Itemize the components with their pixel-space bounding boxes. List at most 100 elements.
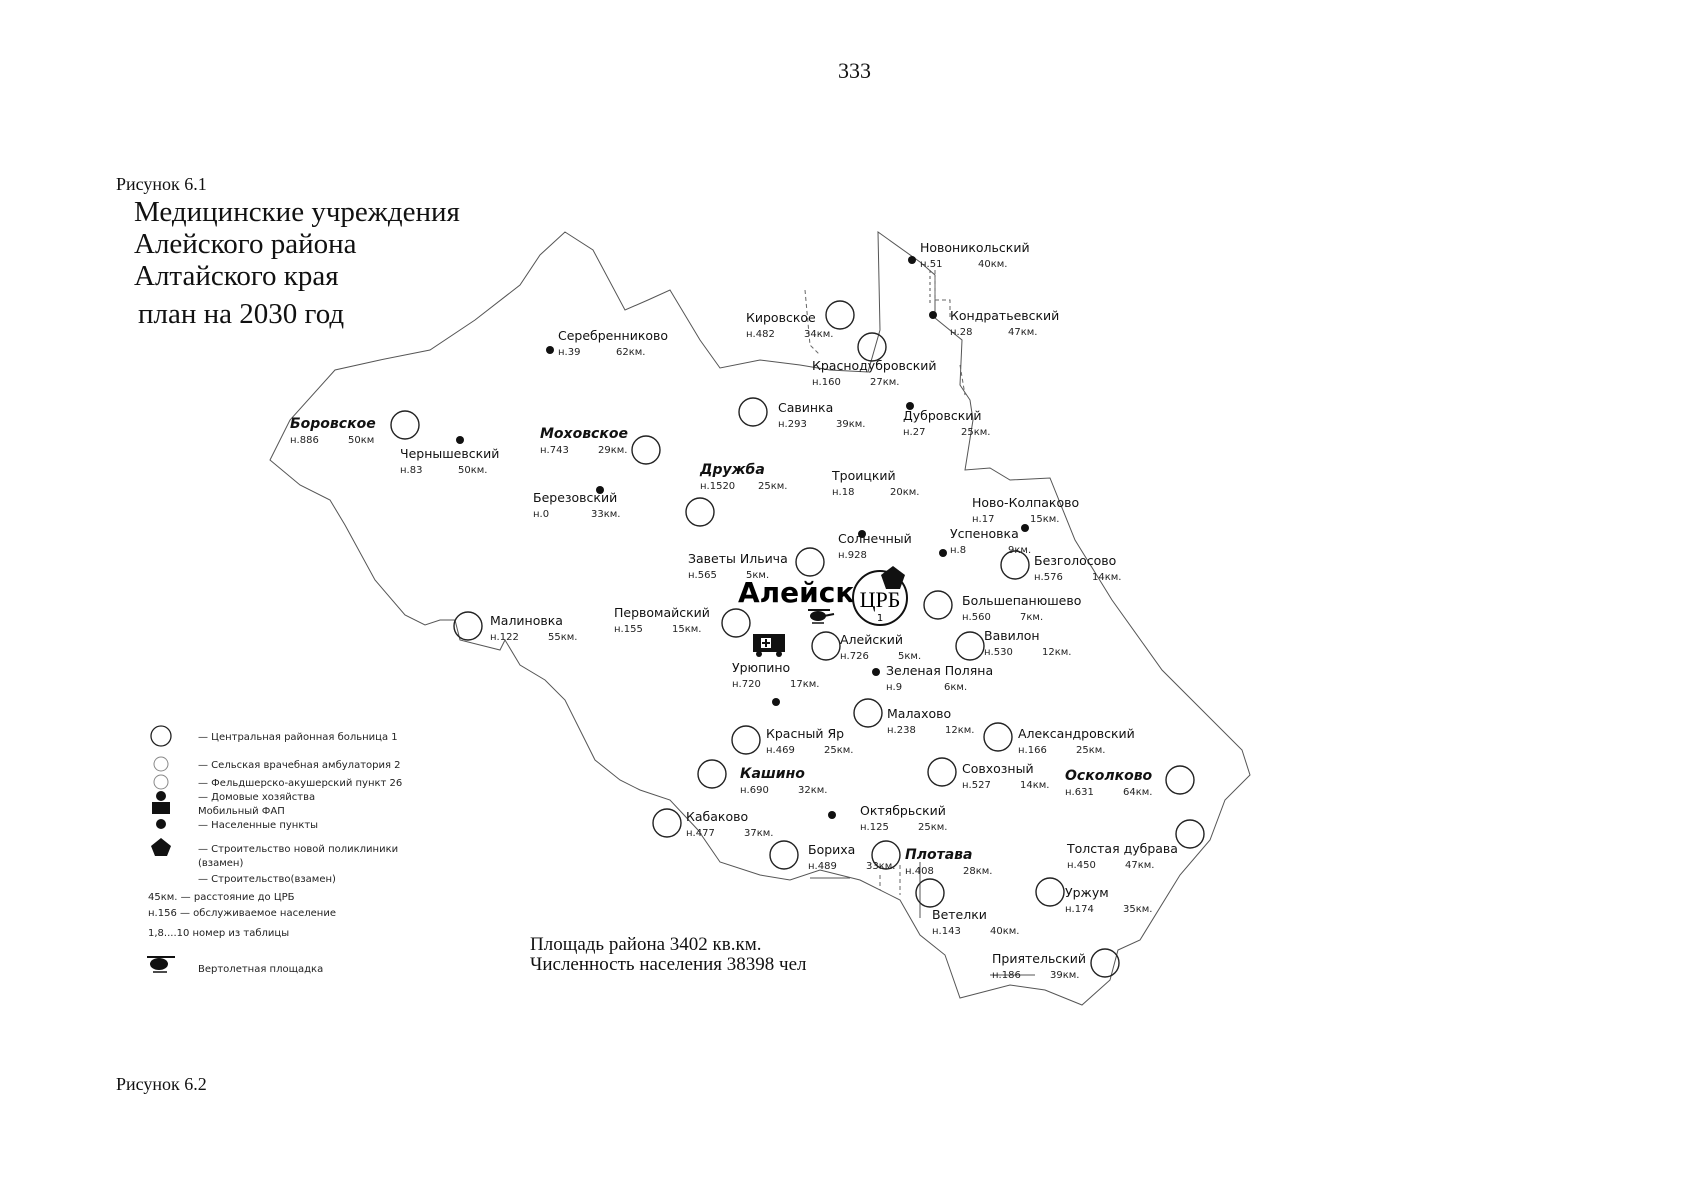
- settlement-dot: [906, 402, 914, 410]
- settlement-population: н.489: [808, 861, 837, 872]
- settlement-distance: 50км: [348, 435, 374, 446]
- legend-item: — Населенные пункты: [198, 820, 318, 831]
- settlement-distance: 25км.: [758, 481, 788, 492]
- settlement-population: н.726: [840, 651, 869, 662]
- settlement-dot: [1021, 524, 1029, 532]
- settlement-population: н.293: [778, 419, 807, 430]
- legend-item: — Сельская врачебная амбулатория 2: [198, 760, 401, 771]
- settlement-name: Зеленая Поляна: [886, 663, 993, 678]
- settlement-population: н.743: [540, 445, 569, 456]
- settlement-name: Кондратьевский: [950, 308, 1059, 323]
- settlement-name: Троицкий: [831, 468, 896, 483]
- settlement-population: н.39: [558, 347, 580, 358]
- fap-circle-marker: [811, 631, 841, 661]
- settlement-population: н.720: [732, 679, 761, 690]
- map-title-line-4: план на 2030 год: [138, 298, 345, 330]
- fap-circle-marker: [795, 547, 825, 577]
- settlement-distance: 27км.: [870, 377, 900, 388]
- next-figure-label: Рисунок 6.2: [116, 1074, 207, 1094]
- settlement-name: Кашино: [740, 766, 805, 782]
- settlement-distance: 29км.: [598, 445, 628, 456]
- legend-item: 45км. — расстояние до ЦРБ: [148, 892, 295, 903]
- map-title-line-2: Алейского района: [134, 228, 357, 260]
- settlement-distance: 50км.: [458, 465, 488, 476]
- fap-circle-marker: [857, 332, 887, 362]
- legend-item: — Домовые хозяйства: [198, 792, 315, 803]
- settlement-population: н.166: [1018, 745, 1047, 756]
- settlement-population: н.527: [962, 780, 991, 791]
- figure-label: Рисунок 6.1: [116, 174, 207, 194]
- fap-circle-marker: [769, 840, 799, 870]
- fap-circle-marker: [453, 611, 483, 641]
- mobile-fap-icon: [753, 634, 785, 657]
- settlement-dot: [546, 346, 554, 354]
- settlement-distance: 12км.: [1042, 647, 1072, 658]
- district-boundary: [269, 231, 1251, 1006]
- fap-circle-marker: [915, 878, 945, 908]
- settlement-population: н.143: [932, 926, 961, 937]
- legend-helicopter-icon: [147, 956, 175, 973]
- settlement-name: Октябрьский: [860, 803, 946, 818]
- fap-circle-marker: [1165, 765, 1195, 795]
- settlement-distance: 55км.: [548, 632, 578, 643]
- legend-item: — Строительство новой поликлиники: [198, 844, 398, 855]
- legend-item: 1,8....10 номер из таблицы: [148, 928, 289, 939]
- legend-item: Вертолетная площадка: [198, 964, 323, 975]
- settlement-distance: 14км.: [1020, 780, 1050, 791]
- settlement-population: н.408: [905, 866, 934, 877]
- settlement-distance: 47км.: [1125, 860, 1155, 871]
- settlement-population: н.0: [533, 509, 549, 520]
- fap-circle-marker: [955, 631, 985, 661]
- settlement-population: н.690: [740, 785, 769, 796]
- district-area: Площадь района 3402 кв.км.: [530, 934, 762, 955]
- settlement-name: Заветы Ильича: [688, 551, 788, 566]
- settlement-distance: 62км.: [616, 347, 646, 358]
- settlement-distance: 15км.: [1030, 514, 1060, 525]
- settlement-dot: [929, 311, 937, 319]
- settlement-distance: 20км.: [890, 487, 920, 498]
- settlement-name: Толстая дубрава: [1066, 841, 1178, 856]
- settlement-distance: 15км.: [672, 624, 702, 635]
- settlement-name: Уржум: [1065, 885, 1109, 900]
- settlement-population: н.125: [860, 822, 889, 833]
- fap-circle-marker: [731, 725, 761, 755]
- crb-circle: [852, 570, 908, 626]
- settlement-name: Дубровский: [903, 408, 982, 423]
- settlement-dot: [828, 811, 836, 819]
- settlement-dot: [596, 486, 604, 494]
- settlement-name: Красный Яр: [766, 726, 844, 741]
- legend-item: н.156 — обслуживаемое население: [148, 908, 336, 919]
- settlement-population: н.238: [887, 725, 916, 736]
- settlement-distance: 9км.: [1008, 545, 1031, 556]
- fap-circle-marker: [697, 759, 727, 789]
- settlement-name: Солнечный: [838, 531, 912, 546]
- settlement-distance: 14км.: [1092, 572, 1122, 583]
- fap-circle-marker: [1000, 550, 1030, 580]
- settlement-name: Дружба: [699, 462, 765, 478]
- settlement-distance: 28км.: [963, 866, 993, 877]
- settlement-distance: 12км.: [945, 725, 975, 736]
- legend-mobile-fap-icon: [152, 802, 170, 814]
- settlement-population: н.27: [903, 427, 925, 438]
- legend-circle-icon: [153, 756, 169, 772]
- fap-circle-marker: [853, 698, 883, 728]
- settlement-dot: [939, 549, 947, 557]
- settlement-dot: [772, 698, 780, 706]
- settlement-population: н.17: [972, 514, 994, 525]
- settlement-distance: 25км.: [1076, 745, 1106, 756]
- map-symbols: [390, 256, 1205, 978]
- settlement-distance: 5км.: [746, 570, 769, 581]
- settlement-distance: 5км.: [898, 651, 921, 662]
- settlement-population: н.122: [490, 632, 519, 643]
- settlement-name: Алейский: [840, 632, 903, 647]
- settlement-distance: 6км.: [944, 682, 967, 693]
- settlement-population: н.51: [920, 259, 942, 270]
- settlement-population: н.450: [1067, 860, 1096, 871]
- settlement-population: н.155: [614, 624, 643, 635]
- settlement-population: н.576: [1034, 572, 1063, 583]
- settlement-name: Кировское: [746, 310, 816, 325]
- center-city-name: Алейск: [738, 576, 854, 609]
- settlement-distance: 17км.: [790, 679, 820, 690]
